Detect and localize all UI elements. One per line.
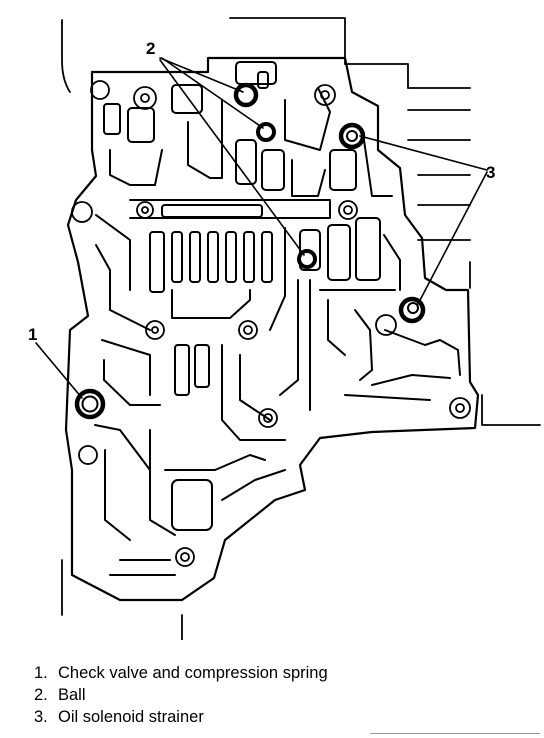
legend-text: Ball bbox=[58, 686, 86, 704]
bolt-hole bbox=[314, 84, 336, 106]
legend-text: Oil solenoid strainer bbox=[58, 708, 204, 726]
bolt-hole bbox=[338, 200, 358, 220]
legend-text: Check valve and compression spring bbox=[58, 664, 328, 682]
legend-item: 1. Check valve and compression spring bbox=[34, 662, 514, 684]
legend-number: 2. bbox=[34, 686, 48, 704]
legend-item: 2. Ball bbox=[34, 684, 514, 706]
plate-outline bbox=[64, 56, 480, 602]
legend-item: 3. Oil solenoid strainer bbox=[34, 706, 514, 728]
leader-lines bbox=[35, 57, 488, 399]
bolt-holes bbox=[71, 80, 471, 567]
housing-edges bbox=[61, 17, 541, 640]
legend-number: 3. bbox=[34, 708, 48, 726]
balls bbox=[233, 82, 317, 269]
bolt-hole bbox=[145, 320, 165, 340]
bolt-hole bbox=[375, 314, 397, 336]
bolt-hole bbox=[71, 201, 93, 223]
bolt-hole bbox=[78, 445, 98, 465]
ball bbox=[233, 82, 259, 108]
bolt-hole bbox=[238, 320, 258, 340]
bolt-hole bbox=[133, 86, 157, 110]
bolt-hole bbox=[90, 80, 110, 100]
ball bbox=[297, 249, 317, 269]
strainer bbox=[398, 296, 426, 324]
callout-label-2: 2 bbox=[146, 39, 155, 58]
ball bbox=[256, 122, 276, 142]
legend-number: 1. bbox=[34, 664, 48, 682]
bolt-hole bbox=[258, 408, 278, 428]
bolt-hole bbox=[175, 547, 195, 567]
oil-passages bbox=[94, 61, 461, 576]
check-valve bbox=[74, 388, 106, 420]
bottom-rule bbox=[370, 733, 540, 734]
valve-body-diagram: 2 3 1 bbox=[28, 17, 541, 640]
callout-label-1: 1 bbox=[28, 325, 37, 344]
callout-label-3: 3 bbox=[486, 163, 495, 182]
legend: 1. Check valve and compression spring 2.… bbox=[34, 662, 514, 728]
check-valve-spring bbox=[74, 388, 106, 420]
bolt-hole bbox=[449, 397, 471, 419]
bolt-hole bbox=[136, 201, 154, 219]
